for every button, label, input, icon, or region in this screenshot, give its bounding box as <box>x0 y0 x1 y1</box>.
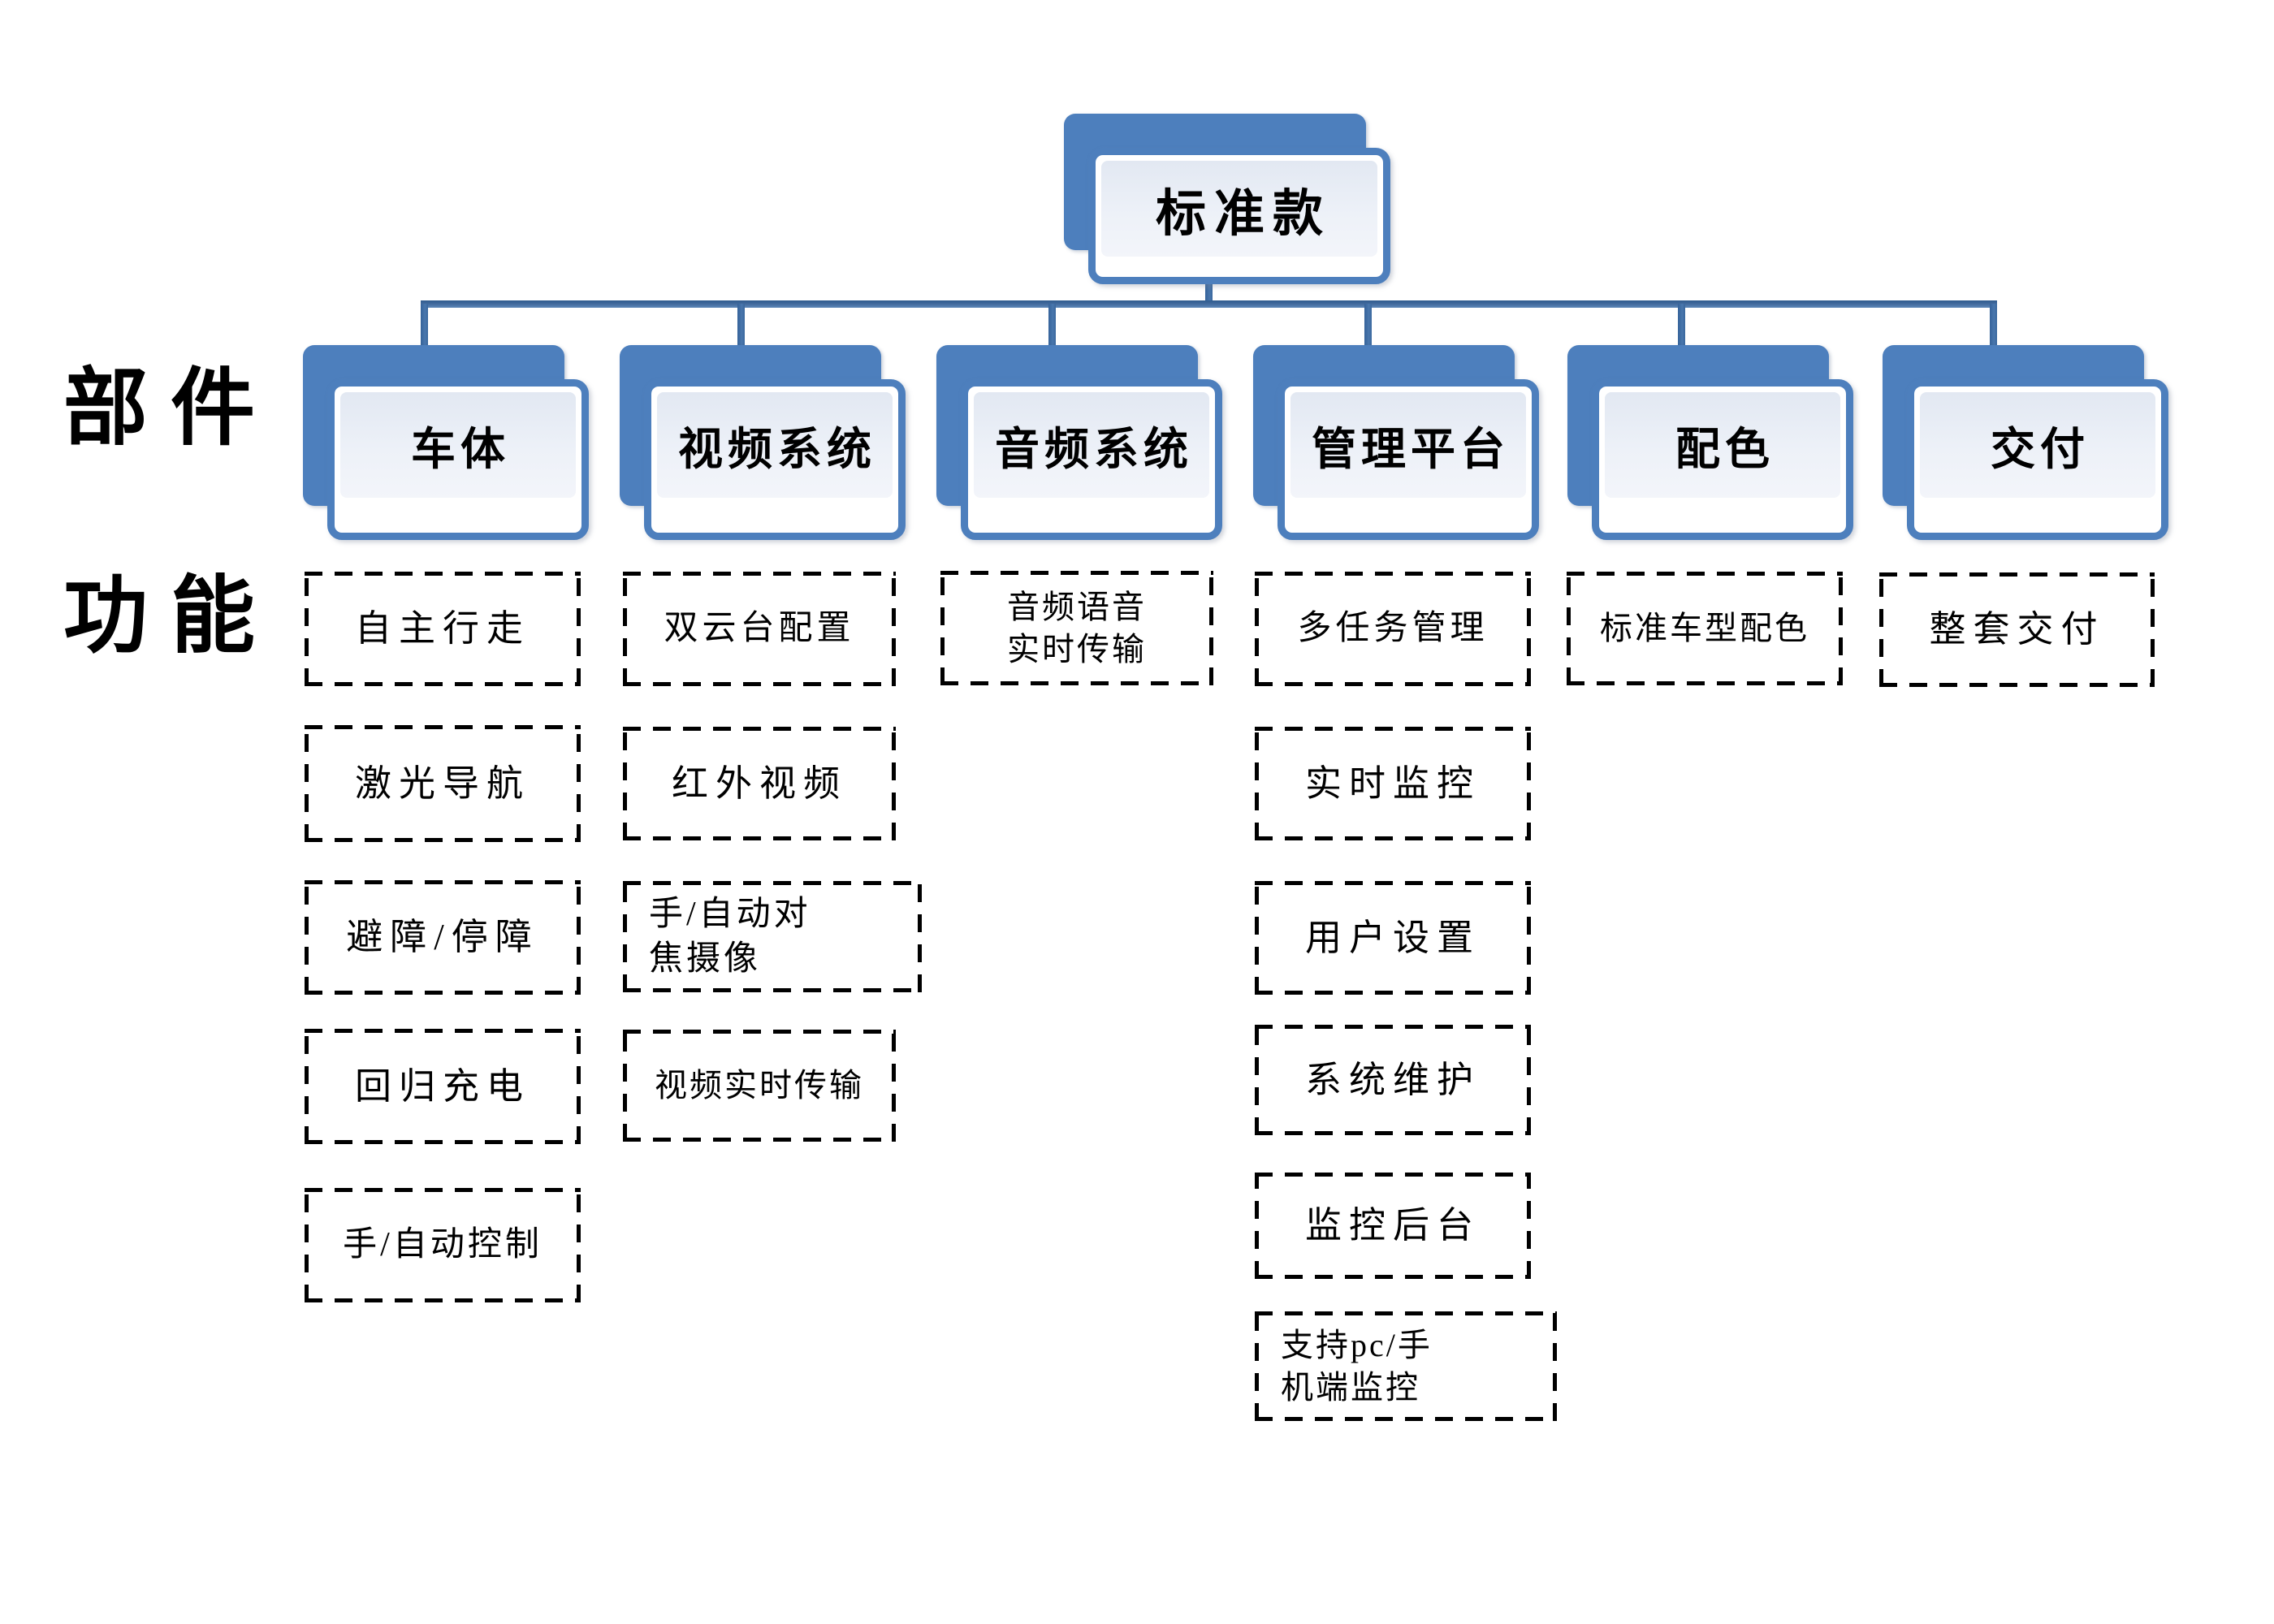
connector-stub-1 <box>421 304 428 348</box>
node-panel: 车体 <box>340 392 576 498</box>
branch-label: 交付 <box>1990 425 2090 474</box>
function-box-multi-task-management: 多任务管理 <box>1255 572 1531 686</box>
function-box-autonomous-walking: 自主行走 <box>305 572 581 686</box>
node-panel: 交付 <box>1920 392 2155 498</box>
node-card: 配色 <box>1592 379 1853 540</box>
function-box-obstacle-avoidance: 避障/停障 <box>305 880 581 995</box>
function-box-system-maintenance: 系统维护 <box>1255 1025 1531 1135</box>
branch-node-video-system: 视频系统 <box>620 345 906 540</box>
node-card: 音频系统 <box>961 379 1222 540</box>
branch-label: 配色 <box>1675 425 1775 474</box>
branch-label: 音频系统 <box>994 425 1193 474</box>
branch-node-vehicle-body: 车体 <box>303 345 589 540</box>
connector-root-stem <box>1205 281 1213 304</box>
function-box-laser-navigation: 激光导航 <box>305 725 581 842</box>
node-card: 管理平台 <box>1278 379 1539 540</box>
connector-stub-6 <box>1990 304 1997 348</box>
side-label-functions: 功能 <box>63 570 279 663</box>
node-panel: 配色 <box>1605 392 1840 498</box>
connector-stub-4 <box>1364 304 1372 348</box>
root-node-label: 标准款 <box>1155 187 1331 242</box>
function-box-standard-model-color: 标准车型配色 <box>1567 572 1843 685</box>
function-box-pc-mobile-monitoring: 支持pc/手 机端监控 <box>1255 1311 1557 1421</box>
node-card: 视频系统 <box>644 379 906 540</box>
node-panel: 音频系统 <box>974 392 1209 498</box>
function-box-infrared-video: 红外视频 <box>623 727 896 840</box>
node-card: 标准款 <box>1088 148 1390 284</box>
function-box-dual-gimbal-config: 双云台配置 <box>623 572 896 686</box>
node-panel: 管理平台 <box>1290 392 1526 498</box>
function-box-full-set-delivery: 整套交付 <box>1879 572 2155 687</box>
function-box-manual-auto-control: 手/自动控制 <box>305 1188 581 1302</box>
branch-label: 视频系统 <box>677 425 876 474</box>
node-panel: 视频系统 <box>657 392 893 498</box>
function-box-realtime-monitoring: 实时监控 <box>1255 727 1531 840</box>
branch-label: 管理平台 <box>1311 425 1510 474</box>
function-box-user-settings: 用户设置 <box>1255 881 1531 995</box>
function-box-return-charging: 回归充电 <box>305 1029 581 1144</box>
function-box-video-realtime-transmission: 视频实时传输 <box>623 1030 896 1142</box>
function-box-audio-voice-realtime-transmission: 音频语音 实时传输 <box>940 571 1213 685</box>
branch-node-management-platform: 管理平台 <box>1253 345 1539 540</box>
branch-node-audio-system: 音频系统 <box>936 345 1222 540</box>
node-panel: 标准款 <box>1101 161 1377 257</box>
side-label-components: 部件 <box>63 362 279 456</box>
function-box-manual-auto-focus-camera: 手/自动对 焦摄像 <box>623 881 922 992</box>
connector-horizontal-bar <box>421 300 1997 308</box>
node-card: 车体 <box>327 379 589 540</box>
connector-stub-2 <box>737 304 745 348</box>
connector-stub-3 <box>1048 304 1056 348</box>
function-box-monitoring-backend: 监控后台 <box>1255 1173 1531 1279</box>
branch-node-color-scheme: 配色 <box>1567 345 1853 540</box>
branch-label: 车体 <box>410 425 510 474</box>
node-card: 交付 <box>1907 379 2168 540</box>
branch-node-delivery: 交付 <box>1883 345 2168 540</box>
connector-stub-5 <box>1678 304 1685 348</box>
root-node-standard-model: 标准款 <box>1064 114 1390 284</box>
